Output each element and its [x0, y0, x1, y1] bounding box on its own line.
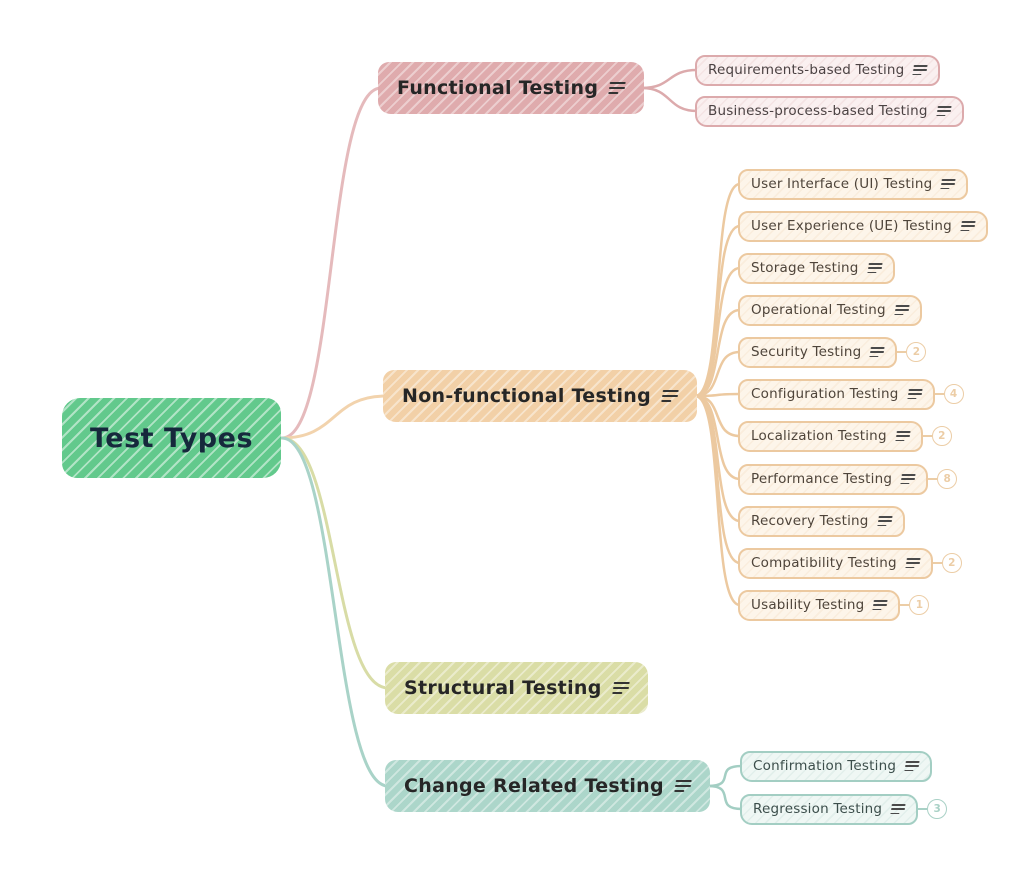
child-row-compatibility-testing: Compatibility Testing 2 [738, 547, 962, 579]
notes-icon[interactable] [890, 803, 906, 815]
child-node-label: Security Testing [751, 344, 862, 360]
child-node-localization-testing[interactable]: Localization Testing [738, 420, 923, 452]
notes-icon[interactable] [906, 388, 923, 400]
badge-connector [922, 435, 932, 437]
child-row-user-interface-ui-testing: User Interface (UI) Testing [738, 168, 969, 200]
child-row-security-testing: Security Testing 2 [738, 336, 927, 368]
collapsed-count-badge[interactable]: 3 [927, 799, 948, 819]
child-row-confirmation-testing: Confirmation Testing [740, 750, 933, 782]
child-node-regression-testing[interactable]: Regression Testing [740, 793, 919, 825]
notes-icon[interactable] [866, 262, 883, 274]
child-row-recovery-testing: Recovery Testing [738, 505, 905, 537]
notes-icon[interactable] [960, 220, 976, 232]
notes-icon[interactable] [940, 178, 957, 190]
child-row-operational-testing: Operational Testing [738, 294, 922, 326]
notes-icon[interactable] [894, 430, 911, 442]
badge-connector [934, 393, 944, 395]
child-node-label: Confirmation Testing [753, 758, 897, 774]
notes-icon[interactable] [935, 105, 952, 117]
branch-node-label: Non-functional Testing [402, 385, 652, 407]
notes-icon[interactable] [876, 515, 893, 527]
branch-node-label: Change Related Testing [404, 775, 664, 797]
child-node-performance-testing[interactable]: Performance Testing [738, 463, 929, 495]
branch-node-label: Structural Testing [404, 677, 602, 699]
child-node-operational-testing[interactable]: Operational Testing [738, 294, 922, 326]
child-node-usability-testing[interactable]: Usability Testing [738, 589, 901, 621]
branch-node-changerelated[interactable]: Change Related Testing [385, 760, 710, 812]
notes-icon[interactable] [905, 557, 921, 569]
child-node-security-testing[interactable]: Security Testing [738, 336, 898, 368]
child-row-usability-testing: Usability Testing 1 [738, 589, 930, 621]
branch-node-functional[interactable]: Functional Testing [378, 62, 645, 114]
child-row-performance-testing: Performance Testing 8 [738, 463, 958, 495]
child-row-regression-testing: Regression Testing 3 [740, 793, 948, 825]
root-node-test-types[interactable]: Test Types [62, 398, 281, 478]
child-row-localization-testing: Localization Testing 2 [738, 420, 952, 452]
notes-icon[interactable] [912, 64, 929, 76]
child-node-label: Configuration Testing [751, 386, 899, 402]
collapsed-count-badge[interactable]: 4 [943, 384, 964, 404]
notes-icon[interactable] [872, 599, 889, 611]
child-row-requirements-based-testing: Requirements-based Testing [695, 54, 941, 86]
root-node-label: Test Types [89, 422, 254, 454]
child-node-user-interface-ui-testing[interactable]: User Interface (UI) Testing [738, 168, 969, 200]
branch-node-structural[interactable]: Structural Testing [385, 662, 648, 714]
child-row-user-experience-ue-testing: User Experience (UE) Testing [738, 210, 988, 242]
notes-icon[interactable] [608, 82, 627, 94]
badge-connector [900, 604, 910, 606]
notes-icon[interactable] [904, 760, 920, 772]
child-node-business-process-based-testing[interactable]: Business-process-based Testing [695, 95, 964, 127]
child-node-label: Usability Testing [751, 597, 865, 613]
child-node-label: Requirements-based Testing [708, 62, 905, 78]
child-node-label: Storage Testing [751, 260, 859, 276]
child-node-label: Performance Testing [751, 471, 893, 487]
branch-node-label: Functional Testing [397, 77, 599, 99]
child-node-requirements-based-testing[interactable]: Requirements-based Testing [695, 54, 941, 86]
notes-icon[interactable] [894, 304, 910, 316]
badge-connector [918, 808, 928, 810]
child-node-label: Compatibility Testing [751, 555, 897, 571]
child-node-label: Operational Testing [751, 302, 886, 318]
branch-node-nonfunctional[interactable]: Non-functional Testing [383, 370, 698, 422]
child-node-user-experience-ue-testing[interactable]: User Experience (UE) Testing [738, 210, 988, 242]
child-node-storage-testing[interactable]: Storage Testing [738, 252, 895, 284]
child-node-compatibility-testing[interactable]: Compatibility Testing [738, 547, 933, 579]
notes-icon[interactable] [869, 346, 886, 358]
child-row-configuration-testing: Configuration Testing 4 [738, 378, 964, 410]
collapsed-count-badge[interactable]: 8 [937, 469, 958, 489]
child-node-label: Business-process-based Testing [708, 103, 928, 119]
child-node-configuration-testing[interactable]: Configuration Testing [738, 378, 935, 410]
child-row-storage-testing: Storage Testing [738, 252, 895, 284]
child-node-label: Regression Testing [753, 801, 883, 817]
badge-connector [897, 351, 907, 353]
collapsed-count-badge[interactable]: 1 [909, 595, 930, 615]
child-node-label: User Experience (UE) Testing [751, 218, 952, 234]
notes-icon[interactable] [674, 780, 692, 792]
child-node-recovery-testing[interactable]: Recovery Testing [738, 505, 905, 537]
notes-icon[interactable] [900, 473, 916, 485]
child-row-business-process-based-testing: Business-process-based Testing [695, 95, 964, 127]
collapsed-count-badge[interactable]: 2 [906, 342, 927, 362]
child-node-label: Localization Testing [751, 428, 887, 444]
badge-connector [932, 562, 942, 564]
child-node-label: User Interface (UI) Testing [751, 176, 933, 192]
badge-connector [928, 478, 938, 480]
child-node-confirmation-testing[interactable]: Confirmation Testing [740, 750, 933, 782]
notes-icon[interactable] [611, 682, 630, 694]
collapsed-count-badge[interactable]: 2 [931, 426, 952, 446]
collapsed-count-badge[interactable]: 2 [941, 553, 962, 573]
child-node-label: Recovery Testing [751, 513, 869, 529]
notes-icon[interactable] [661, 390, 679, 402]
